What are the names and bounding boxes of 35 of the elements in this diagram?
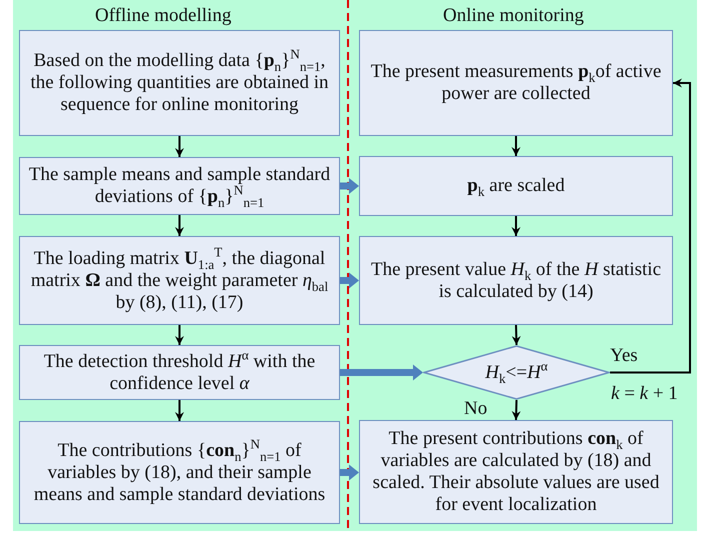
step-text: The loading matrix U$_{1:a}$$^{T}$, the diagonal matrix Ω and the weight parameter η$_{bal}$ by (8), (11), (17) xyxy=(30,248,330,314)
step-text: The present value H$_{k}$ of the H statistic is calculated by (14) xyxy=(370,258,662,302)
arrow xyxy=(512,136,520,156)
loop-note: k = k + 1 xyxy=(611,383,678,405)
block-arrow xyxy=(340,178,359,194)
step-text: Based on the modelling data {p$_{n}$}$^{N}$$_{n=1}$, the following quantities are obtained in sequence for online monitoring xyxy=(29,50,330,116)
block-arrow xyxy=(340,364,423,380)
process-box xyxy=(359,420,673,524)
step-text: The present contributions con$_{k}$ of variables are calculated by (18) and scaled. Their absolute values are used for event localization xyxy=(372,428,660,516)
process-box xyxy=(19,421,340,524)
process-box xyxy=(19,30,340,136)
block-arrow xyxy=(340,464,359,480)
process-box xyxy=(19,157,340,215)
step-text: p$_{k}$ are scaled xyxy=(467,175,565,197)
arrow xyxy=(175,215,184,236)
arrow xyxy=(512,216,520,236)
process-box xyxy=(359,236,673,325)
step-text: H$_{k}$<=H$^{α}$ xyxy=(485,362,548,384)
block-arrow xyxy=(340,272,359,288)
arrow xyxy=(512,400,521,420)
arrow xyxy=(512,324,521,346)
column-heading: Online monitoring xyxy=(443,5,584,27)
process-box xyxy=(359,156,673,216)
arrow xyxy=(175,136,184,157)
arrow xyxy=(175,325,184,345)
decision-diamond xyxy=(423,345,610,400)
step-text: The detection threshold H$^{α}$ with the confidence level α xyxy=(42,350,316,394)
arrow xyxy=(610,78,691,374)
arrow xyxy=(175,400,184,421)
step-text: The contributions {con$_{n}$}$^{N}$$_{n=1}$ of variables by (18), and their sample means and sample standard deviations xyxy=(32,440,326,506)
process-box xyxy=(359,30,673,136)
process-box xyxy=(19,345,340,400)
process-box xyxy=(19,236,340,325)
step-text: The present measurements p$_{k}$of active power are collected xyxy=(370,61,662,105)
column-heading: Offline modelling xyxy=(95,5,232,27)
